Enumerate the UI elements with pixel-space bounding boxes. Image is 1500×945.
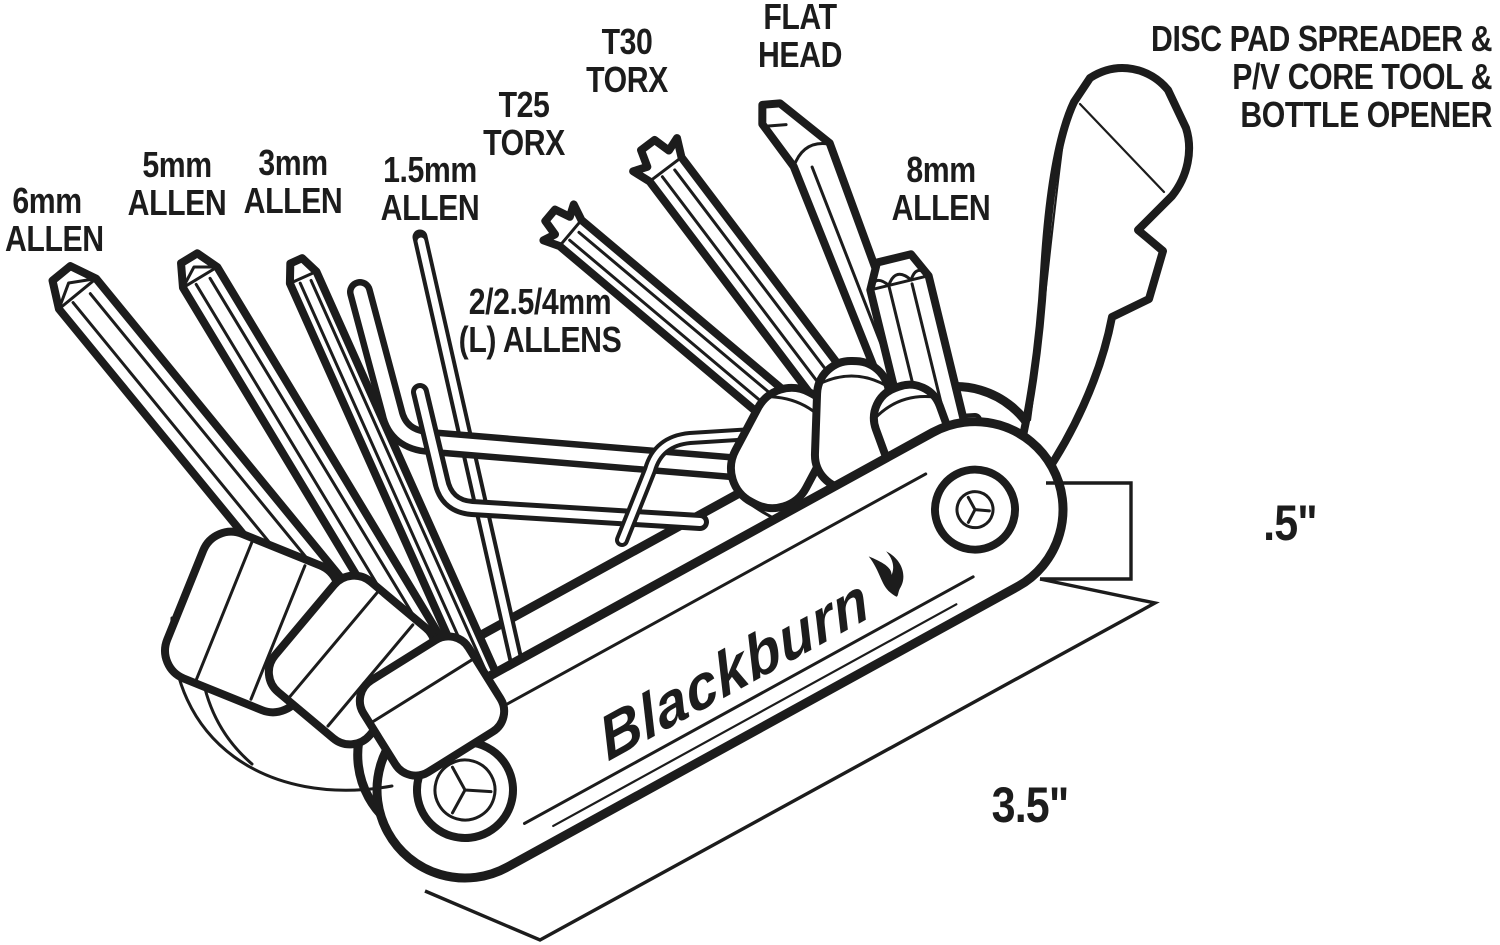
callout-line: 5mm <box>142 144 212 185</box>
callout-line: TORX <box>586 59 668 100</box>
disc-pad-spreader-arm <box>1008 64 1194 482</box>
callout-line: 2/2.5/4mm <box>468 281 612 322</box>
callout-line: 3mm <box>258 142 328 183</box>
callout-allen-3mm: 3mm ALLEN <box>243 144 344 220</box>
length-dimension-line <box>424 577 1160 942</box>
callout-line: ALLEN <box>243 180 343 221</box>
callout-line: FLAT <box>763 0 837 37</box>
callout-l-allens: 2/2.5/4mm (L) ALLENS <box>456 283 624 359</box>
callout-line: TORX <box>483 122 565 163</box>
callout-disc-pad-spreader: DISC PAD SPREADER & P/V CORE TOOL & BOTT… <box>1131 20 1492 134</box>
dimension-length-label: 3.5" <box>991 777 1070 833</box>
callout-allen-6mm: 6mm ALLEN <box>5 180 104 259</box>
callout-line: ALLEN <box>127 182 227 223</box>
callout-line: DISC PAD SPREADER & <box>1151 18 1492 59</box>
callout-line: 1.5mm <box>383 149 477 190</box>
dimension-thickness-label: .5" <box>1263 495 1318 551</box>
callout-line: ALLEN <box>380 187 480 228</box>
callout-line: BOTTLE OPENER <box>1240 94 1492 135</box>
callout-line: 6mm <box>12 180 82 221</box>
callout-line: T30 <box>601 21 653 62</box>
blackburn-flame-icon <box>868 551 904 597</box>
thickness-dimension-bracket <box>1040 481 1133 581</box>
callout-line: T25 <box>498 84 550 125</box>
left-folded-bits <box>161 527 509 792</box>
callout-torx-t30: T30 TORX <box>577 23 678 99</box>
callout-line: ALLEN <box>891 187 991 228</box>
callout-allen-5mm: 5mm ALLEN <box>127 146 228 222</box>
callout-allen-1-5mm: 1.5mm ALLEN <box>380 151 481 227</box>
callout-torx-t25: T25 TORX <box>474 86 575 162</box>
right-pivot-bolt <box>931 465 1020 554</box>
l-allen-2-5mm-wire <box>411 383 709 531</box>
allen-1-5mm-bit <box>412 229 533 708</box>
callout-line: P/V CORE TOOL & <box>1232 56 1492 97</box>
callout-line: HEAD <box>757 34 842 75</box>
callout-line: ALLEN <box>5 218 104 259</box>
callout-allen-8mm: 8mm ALLEN <box>891 151 992 227</box>
callout-line: 8mm <box>906 149 976 190</box>
callout-line: (L) ALLENS <box>458 319 622 360</box>
l-allen-2mm-wire <box>615 413 982 547</box>
callout-flat-head: FLAT HEAD <box>750 0 851 74</box>
